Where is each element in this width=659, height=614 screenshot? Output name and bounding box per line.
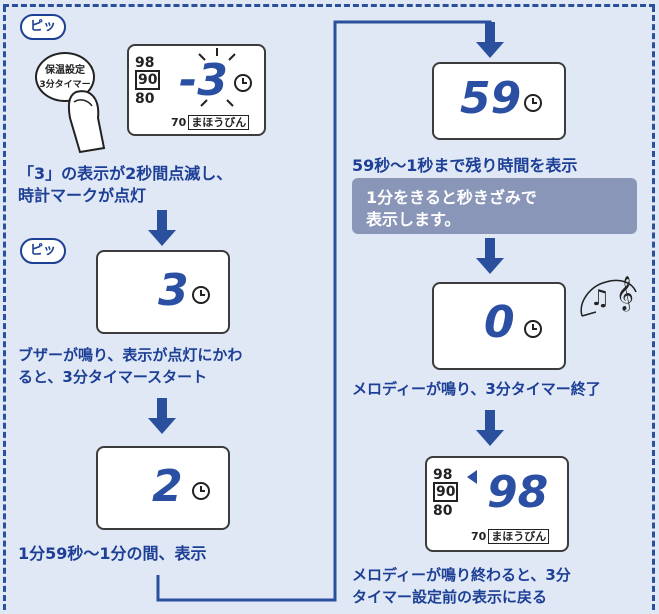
display-2: 2 bbox=[96, 446, 230, 530]
dashed-border-top bbox=[3, 4, 655, 7]
beep-text: ピッ bbox=[29, 19, 56, 34]
dashed-border-right bbox=[652, 6, 655, 610]
caption-blink-mark: 「3」 bbox=[18, 164, 62, 183]
caption-blink-line2: 時計マークが点灯 bbox=[18, 186, 147, 205]
caption-start-line2: ると、3分タイマースタート bbox=[18, 368, 208, 386]
keep-warm-timer-button[interactable]: 保温設定 3分タイマー bbox=[35, 52, 95, 102]
clock-icon bbox=[192, 482, 210, 500]
note-line2: 表示します。 bbox=[366, 210, 461, 229]
down-arrow-icon bbox=[148, 210, 176, 246]
caption-seconds-range: 59秒〜1秒まで残り時間を表示 bbox=[352, 156, 578, 175]
melody-icon: ♫ 𝄞 bbox=[576, 272, 642, 328]
pointer-triangle-icon bbox=[467, 470, 477, 484]
finger-icon bbox=[67, 90, 106, 154]
caption-timer-end: メロディーが鳴り、3分タイマー終了 bbox=[352, 380, 601, 398]
display-59: 59 bbox=[432, 62, 566, 140]
down-arrow-icon bbox=[148, 398, 176, 434]
temp-80: 80 bbox=[135, 91, 155, 107]
temp-98: 98 bbox=[433, 467, 453, 483]
display-digit: 3 bbox=[158, 265, 189, 316]
temp-90-selected: 90 bbox=[433, 482, 459, 502]
display-digit: 0 bbox=[484, 297, 515, 348]
mode-number: 70 bbox=[171, 116, 187, 129]
beep-text-2: ピッ bbox=[29, 243, 56, 258]
display-digit: 59 bbox=[460, 73, 522, 124]
down-arrow-icon bbox=[476, 22, 504, 58]
clock-icon bbox=[524, 94, 542, 112]
note-line1: 1分をきると秒きざみで bbox=[366, 188, 537, 207]
button-label-line2: 3分タイマー bbox=[39, 80, 91, 90]
mode-number: 70 bbox=[471, 530, 487, 543]
display-digit: -3 bbox=[179, 55, 228, 106]
caption-blink: 「3」の表示が2秒間点滅し、 bbox=[18, 160, 232, 184]
temp-98: 98 bbox=[135, 55, 155, 71]
clock-icon bbox=[234, 74, 252, 92]
beep-bubble: ピッ bbox=[20, 14, 66, 40]
caption-blink-line1: の表示が2秒間点滅し、 bbox=[61, 164, 233, 183]
music-note-icon: ♫ bbox=[590, 286, 610, 311]
temp-90-selected: 90 bbox=[135, 70, 161, 90]
beep-bubble-2: ピッ bbox=[20, 238, 66, 264]
display-digit: 98 bbox=[487, 467, 549, 518]
down-arrow-icon bbox=[476, 238, 504, 274]
temp-80: 80 bbox=[433, 503, 453, 519]
button-label-line1: 保温設定 bbox=[45, 65, 85, 76]
display-3: 3 bbox=[96, 250, 230, 334]
caption-return-line2: タイマー設定前の表示に戻る bbox=[352, 588, 548, 606]
mode-label: まほうびん bbox=[488, 529, 550, 544]
clock-icon bbox=[192, 286, 210, 304]
clock-icon bbox=[524, 320, 542, 338]
down-arrow-icon bbox=[476, 410, 504, 446]
caption-return-line1: メロディーが鳴り終わると、3分 bbox=[352, 566, 571, 584]
display-digit: 2 bbox=[152, 461, 183, 512]
mode-label: まほうびん bbox=[188, 115, 250, 130]
caption-start-line1: ブザーが鳴り、表示が点灯にかわ bbox=[18, 346, 243, 364]
blink-rays-icon bbox=[198, 48, 236, 107]
dashed-border-left bbox=[3, 6, 6, 610]
seconds-note-box: 1分をきると秒きざみで 表示します。 bbox=[352, 178, 637, 234]
treble-clef-icon: 𝄞 bbox=[616, 276, 634, 311]
caption-minute-range: 1分59秒〜1分の間、表示 bbox=[18, 544, 207, 563]
display-0: 0 bbox=[432, 282, 566, 370]
